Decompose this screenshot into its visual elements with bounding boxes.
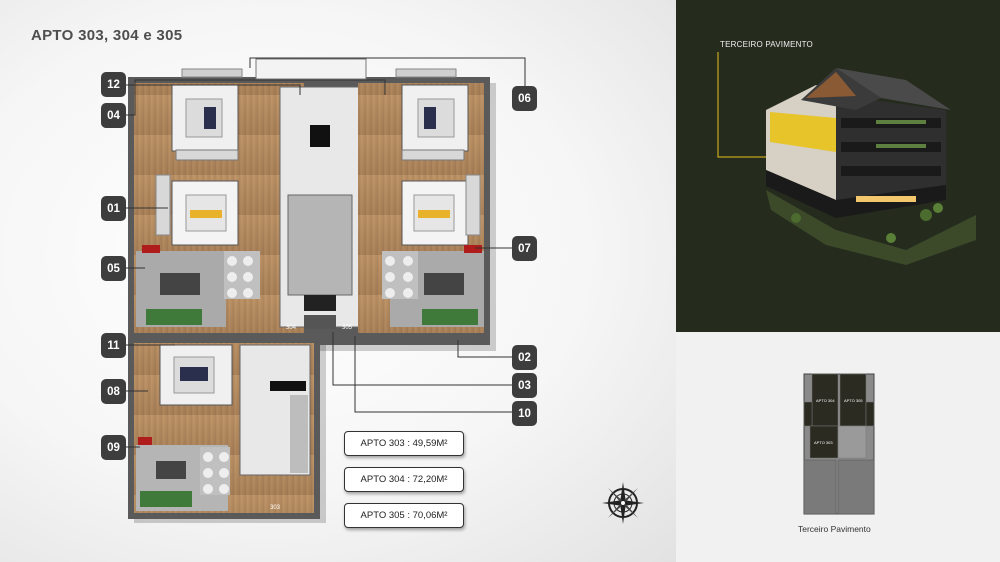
floor-plan: 304 305 303: [128, 58, 496, 523]
key-plan-apto-304: APTO 304: [816, 398, 835, 403]
key-plan-caption: Terceiro Pavimento: [798, 524, 871, 534]
callout-02[interactable]: 02: [512, 345, 537, 370]
callout-05[interactable]: 05: [101, 256, 126, 281]
callout-08[interactable]: 08: [101, 379, 126, 404]
floor-label: TERCEIRO PAVIMENTO: [720, 40, 813, 49]
callout-10[interactable]: 10: [512, 401, 537, 426]
callout-06[interactable]: 06: [512, 86, 537, 111]
area-apto-303: APTO 303 : 49,59M²: [344, 431, 464, 456]
callout-12[interactable]: 12: [101, 72, 126, 97]
key-plan-apto-303: APTO 303: [814, 440, 833, 445]
compass-rose-icon: [602, 482, 644, 524]
callout-03[interactable]: 03: [512, 373, 537, 398]
building-render: [717, 52, 976, 265]
callout-11[interactable]: 11: [101, 333, 126, 358]
apto-305-number: 305: [342, 325, 353, 331]
area-apto-304: APTO 304 : 72,20M²: [344, 467, 464, 492]
callout-01[interactable]: 01: [101, 196, 126, 221]
key-plan-apto-305: APTO 305: [844, 398, 863, 403]
callout-07[interactable]: 07: [512, 236, 537, 261]
apto-304-number: 304: [286, 325, 297, 331]
key-plan: APTO 304 APTO 305 APTO 303: [803, 373, 875, 515]
page-title: APTO 303, 304 e 305: [31, 27, 183, 44]
callout-09[interactable]: 09: [101, 435, 126, 460]
apto-303-number: 303: [270, 505, 281, 511]
area-apto-305: APTO 305 : 70,06M²: [344, 503, 464, 528]
callout-04[interactable]: 04: [101, 103, 126, 128]
